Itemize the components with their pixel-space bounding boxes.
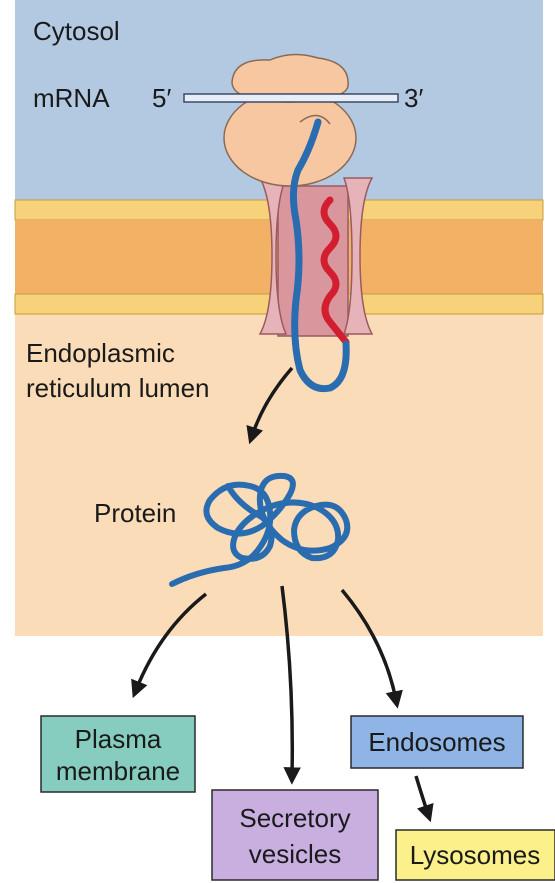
ribosome [224, 54, 356, 186]
translocon-channel [278, 186, 348, 336]
label-five-prime: 5′ [152, 83, 171, 113]
secretory-vesicles-line2: vesicles [249, 839, 341, 869]
arrow-to-lysosomes [416, 776, 428, 814]
destination-lysosomes: Lysosomes [396, 830, 555, 880]
plasma-membrane-line2: membrane [56, 756, 180, 786]
label-mrna: mRNA [33, 83, 110, 113]
lysosomes-label: Lysosomes [410, 840, 541, 870]
label-er-lumen-line2: reticulum lumen [26, 373, 210, 403]
label-protein: Protein [94, 498, 176, 528]
label-three-prime: 3′ [404, 83, 423, 113]
destination-plasma-membrane: Plasma membrane [41, 716, 195, 792]
mrna-strand [184, 94, 398, 102]
endosomes-label: Endosomes [368, 727, 505, 757]
secretory-vesicles-line1: Secretory [239, 803, 350, 833]
destination-secretory-vesicles: Secretory vesicles [212, 790, 378, 880]
ribosome-large-subunit [224, 90, 356, 186]
destination-endosomes: Endosomes [351, 716, 523, 768]
plasma-membrane-line1: Plasma [75, 724, 162, 754]
label-er-lumen-line1: Endoplasmic [26, 338, 175, 368]
label-cytosol: Cytosol [33, 16, 120, 46]
